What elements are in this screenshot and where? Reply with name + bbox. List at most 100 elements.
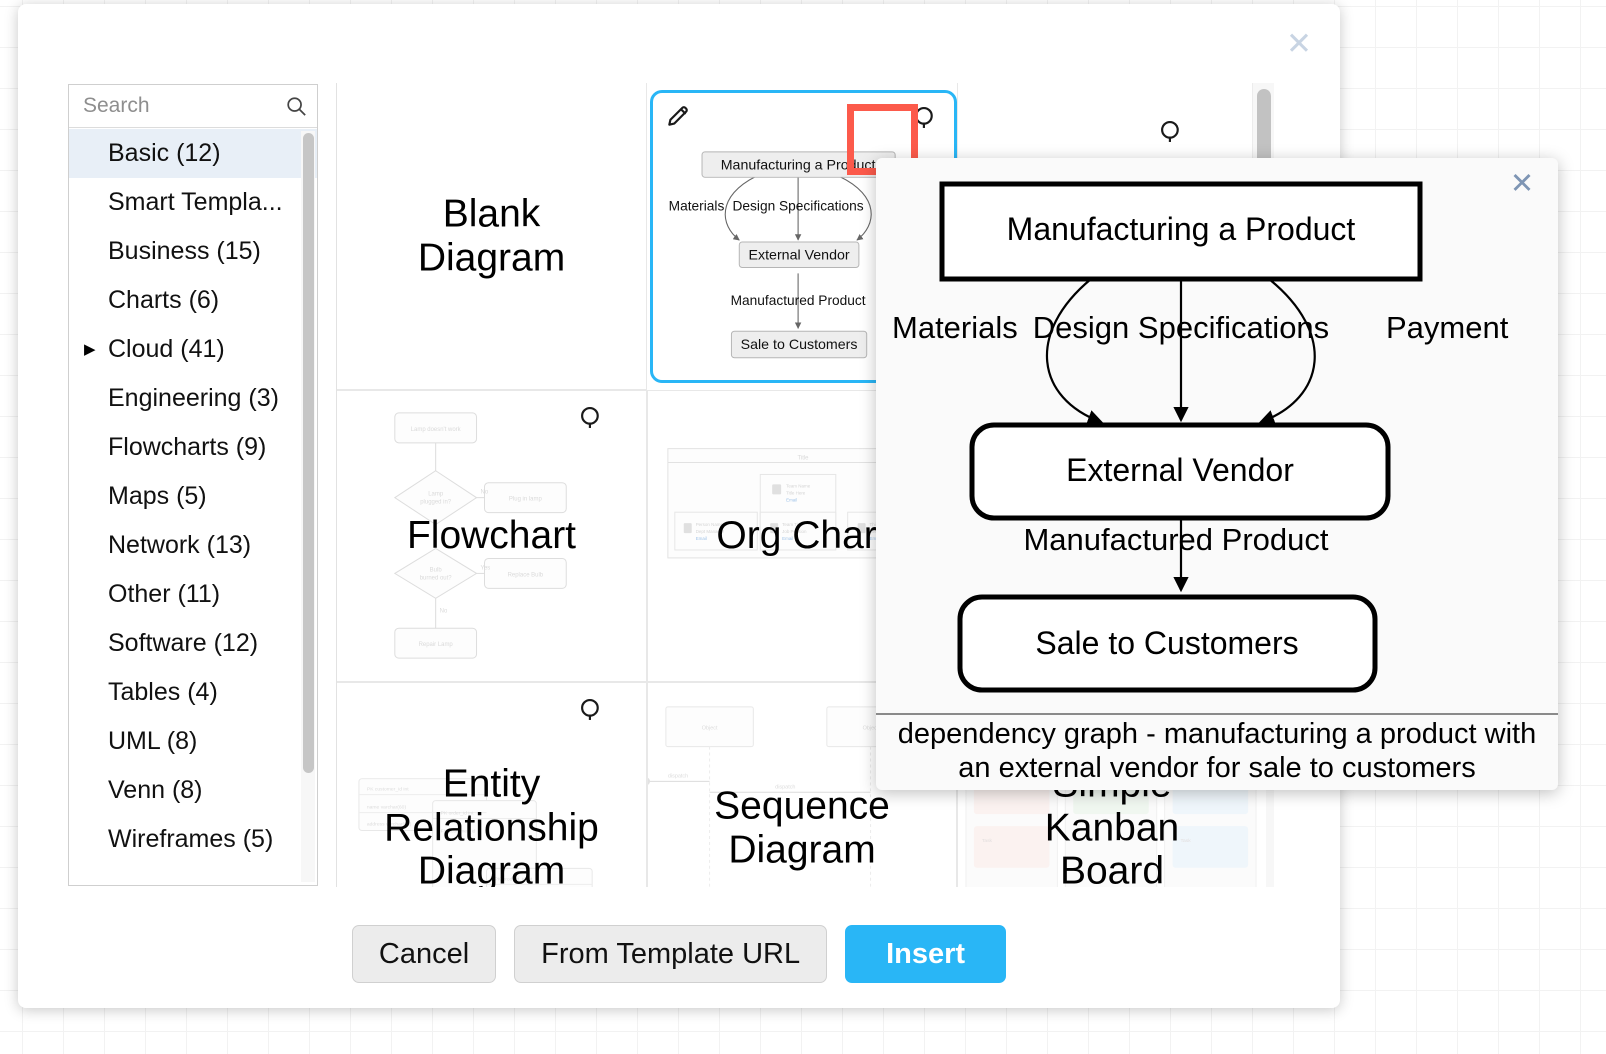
category-panel: ▶Basic (12)▶Smart Templa...▶Business (15… — [68, 84, 318, 886]
svg-text:Replace Bulb: Replace Bulb — [508, 572, 544, 578]
template-card-entity-relationship-diagram[interactable]: PK customer_id int name varchar(60) addr… — [337, 682, 647, 887]
insert-button[interactable]: Insert — [845, 925, 1007, 983]
svg-text:dispatch: dispatch — [775, 784, 795, 790]
category-item-label: Software (12) — [108, 629, 259, 657]
svg-text:Task: Task — [982, 838, 993, 844]
category-item-other-11[interactable]: ▶Other (11) — [69, 570, 317, 619]
svg-text:dispatch: dispatch — [668, 773, 688, 779]
svg-text:Materials: Materials — [669, 199, 725, 214]
svg-text:Email: Email — [786, 497, 797, 502]
category-item-uml-8[interactable]: ▶UML (8) — [69, 717, 317, 766]
close-icon[interactable]: ✕ — [1509, 167, 1535, 200]
svg-text:External Vendor: External Vendor — [749, 248, 850, 264]
zoom-icon[interactable] — [1158, 119, 1184, 145]
category-item-maps-5[interactable]: ▶Maps (5) — [69, 472, 317, 521]
svg-text:Manufactured Product: Manufactured Product — [1023, 522, 1328, 557]
category-item-label: Cloud (41) — [108, 335, 225, 363]
category-item-label: Maps (5) — [108, 482, 207, 510]
preview-caption: dependency graph - manufacturing a produ… — [897, 718, 1537, 784]
zoom-icon[interactable] — [578, 405, 604, 431]
svg-text:Email: Email — [696, 536, 707, 541]
svg-text:Manufactured Product: Manufactured Product — [731, 293, 866, 308]
edit-icon[interactable] — [665, 103, 691, 129]
category-item-basic-12[interactable]: ▶Basic (12) — [69, 129, 317, 178]
svg-text:address varchar(60): address varchar(60) — [367, 822, 412, 828]
svg-text:Materials: Materials — [892, 310, 1018, 345]
category-item-label: Charts (6) — [108, 286, 220, 314]
cancel-button[interactable]: Cancel — [351, 925, 497, 983]
category-item-software-12[interactable]: ▶Software (12) — [69, 619, 317, 668]
category-item-business-15[interactable]: ▶Business (15) — [69, 227, 317, 276]
svg-text:Title: Title — [797, 456, 809, 462]
category-scrollbar-thumb[interactable] — [303, 133, 314, 773]
svg-text:Design Specifications: Design Specifications — [1033, 310, 1329, 345]
thumbnail-flowchart: Lamp doesn't work Lamp plugged in? Plug … — [393, 412, 567, 659]
svg-text:No: No — [440, 608, 448, 614]
svg-text:PK product_id int: PK product_id int — [494, 876, 532, 882]
svg-text:Bulb: Bulb — [430, 567, 443, 573]
category-item-label: Venn (8) — [108, 776, 203, 804]
category-item-label: Business (15) — [108, 237, 261, 265]
svg-text:FK customer_id: FK customer_id — [441, 829, 476, 835]
category-list[interactable]: ▶Basic (12)▶Smart Templa...▶Business (15… — [69, 128, 317, 885]
category-item-label: Network (13) — [108, 531, 252, 559]
category-item-label: Basic (12) — [108, 139, 221, 167]
category-item-engineering-3[interactable]: ▶Engineering (3) — [69, 374, 317, 423]
category-item-tables-4[interactable]: ▶Tables (4) — [69, 668, 317, 717]
zoom-icon[interactable] — [912, 105, 938, 131]
svg-text:No: No — [481, 490, 489, 496]
template-preview-popup: ✕ Manufacturing a Product External Vendo… — [876, 158, 1558, 790]
svg-text:Object: Object — [863, 726, 879, 732]
svg-text:Team Title: Team Title — [782, 522, 803, 527]
expand-arrow-icon[interactable]: ▶ — [84, 341, 96, 358]
thumbnail-erd: PK customer_id int name varchar(60) addr… — [358, 778, 593, 887]
svg-text:burned out?: burned out? — [420, 575, 453, 581]
svg-text:PK customer_id int: PK customer_id int — [367, 787, 409, 793]
category-item-label: Smart Templa... — [108, 188, 283, 216]
svg-text:Design Specifications: Design Specifications — [733, 199, 864, 214]
template-card-flowchart[interactable]: Lamp doesn't work Lamp plugged in? Plug … — [337, 390, 647, 682]
dialog-footer: Cancel From Template URL Insert — [18, 900, 1340, 1008]
svg-text:Job Position: Job Position — [782, 529, 807, 534]
svg-text:Plug in lamp: Plug in lamp — [509, 497, 543, 503]
svg-text:Lamp: Lamp — [428, 492, 444, 498]
category-item-venn-8[interactable]: ▶Venn (8) — [69, 766, 317, 815]
svg-text:Task: Task — [1181, 838, 1192, 844]
svg-text:Sale to Customers: Sale to Customers — [741, 337, 858, 353]
svg-text:Manufacturing a Product: Manufacturing a Product — [721, 157, 876, 173]
category-item-flowcharts-9[interactable]: ▶Flowcharts (9) — [69, 423, 317, 472]
svg-text:Team Name: Team Name — [786, 483, 811, 488]
svg-text:Lamp doesn't work: Lamp doesn't work — [411, 427, 461, 433]
category-item-label: Flowcharts (9) — [108, 433, 267, 461]
category-scrollbar-track[interactable] — [301, 131, 315, 882]
svg-text:Manufacturing a Product: Manufacturing a Product — [1007, 211, 1356, 247]
svg-text:Sale to Customers: Sale to Customers — [1035, 625, 1298, 661]
search-row — [69, 85, 317, 128]
category-item-label: Other (11) — [108, 580, 221, 608]
svg-text:Object: Object — [702, 726, 718, 732]
category-item-label: Engineering (3) — [108, 384, 279, 412]
svg-text:plugged in?: plugged in? — [420, 500, 452, 506]
search-icon — [285, 95, 307, 117]
category-item-wireframes-5[interactable]: ▶Wireframes (5) — [69, 815, 317, 864]
category-item-label: Wireframes (5) — [108, 825, 274, 853]
svg-text:Email: Email — [782, 536, 793, 541]
category-item-label: Tables (4) — [108, 678, 218, 706]
svg-text:Payment: Payment — [1386, 310, 1509, 345]
category-item-network-13[interactable]: ▶Network (13) — [69, 521, 317, 570]
svg-text:Yes: Yes — [481, 565, 491, 571]
preview-divider — [876, 713, 1558, 715]
zoom-icon[interactable] — [578, 697, 604, 723]
from-template-url-button[interactable]: From Template URL — [514, 925, 828, 983]
svg-text:Person Name: Person Name — [696, 522, 724, 527]
svg-text:PK order_id int: PK order_id int — [441, 811, 474, 817]
search-input[interactable] — [69, 85, 317, 127]
close-icon[interactable]: ✕ — [1286, 25, 1312, 61]
category-item-cloud-41[interactable]: ▶ Cloud (41) — [69, 325, 317, 374]
category-item-label: UML (8) — [108, 727, 198, 755]
category-item-smart-templa[interactable]: ▶Smart Templa... — [69, 178, 317, 227]
svg-text:Title Here: Title Here — [786, 490, 806, 495]
category-item-charts-6[interactable]: ▶Charts (6) — [69, 276, 317, 325]
